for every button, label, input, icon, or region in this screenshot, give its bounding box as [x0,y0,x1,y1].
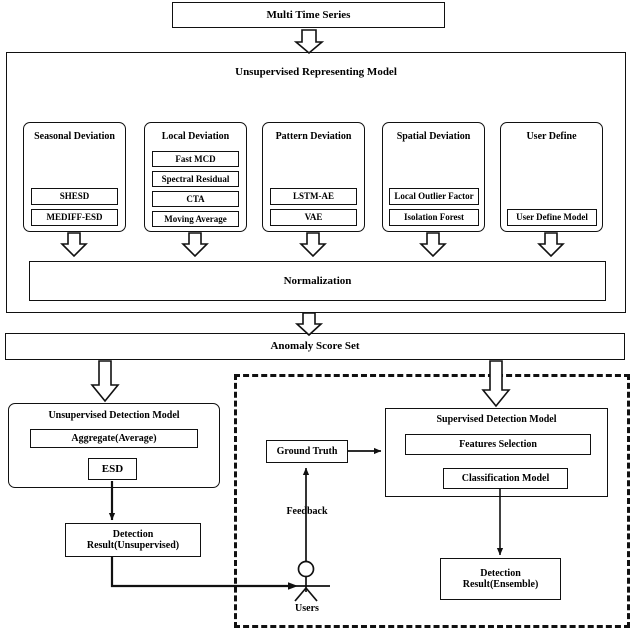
method-moving-average: Moving Average [152,211,239,227]
feedback-label: Feedback [286,506,328,517]
method-isolation-forest: Isolation Forest [389,209,479,226]
column-title-seasonal-deviation: Seasonal Deviation [34,131,115,142]
unsupervised-detection-model-title: Unsupervised Detection Model [48,410,180,421]
supervised-detection-model-title: Supervised Detection Model [436,414,557,425]
normalization-label: Normalization [283,274,352,287]
detection-result-unsupervised-box: Detection Result(Unsupervised) [65,523,201,557]
method-cta: CTA [152,191,239,207]
block-arrow-anomaly-to-unsupervised [90,360,120,403]
column-title-pattern-deviation: Pattern Deviation [275,131,352,142]
unsupervised-representing-model-title: Unsupervised Representing Model [235,66,397,78]
method-shesd: SHESD [31,188,118,205]
method-mediff-esd: MEDIFF-ESD [31,209,118,226]
normalization-box: Normalization [29,261,606,301]
aggregate-average-box: Aggregate(Average) [30,429,198,448]
method-fast-mcd: Fast MCD [152,151,239,167]
block-arrow-timeseries-to-model [293,29,325,55]
method-spectral-residual: Spectral Residual [152,171,239,187]
column-title-user-define: User Define [526,131,577,142]
anomaly-score-set-box: Anomaly Score Set [5,333,625,360]
column-title-spatial-deviation: Spatial Deviation [396,131,471,142]
users-label: Users [295,603,319,614]
ground-truth-box: Ground Truth [266,440,348,463]
multi-time-series-box: Multi Time Series [172,2,445,28]
features-selection-box: Features Selection [405,434,591,455]
anomaly-score-set-label: Anomaly Score Set [270,340,360,353]
method-lstm-ae: LSTM-AE [270,188,357,205]
classification-model-box: Classification Model [443,468,568,489]
block-arrow-normalization-to-anomaly [294,312,324,337]
multi-time-series-label: Multi Time Series [266,8,351,21]
supervised-ensemble-dashed-region [234,374,630,628]
method-vae: VAE [270,209,357,226]
method-local-outlier-factor: Local Outlier Factor [389,188,479,205]
column-title-local-deviation: Local Deviation [161,131,230,142]
esd-box: ESD [88,458,137,480]
method-user-define-model: User Define Model [507,209,597,226]
detection-result-ensemble-box: Detection Result(Ensemble) [440,558,561,600]
